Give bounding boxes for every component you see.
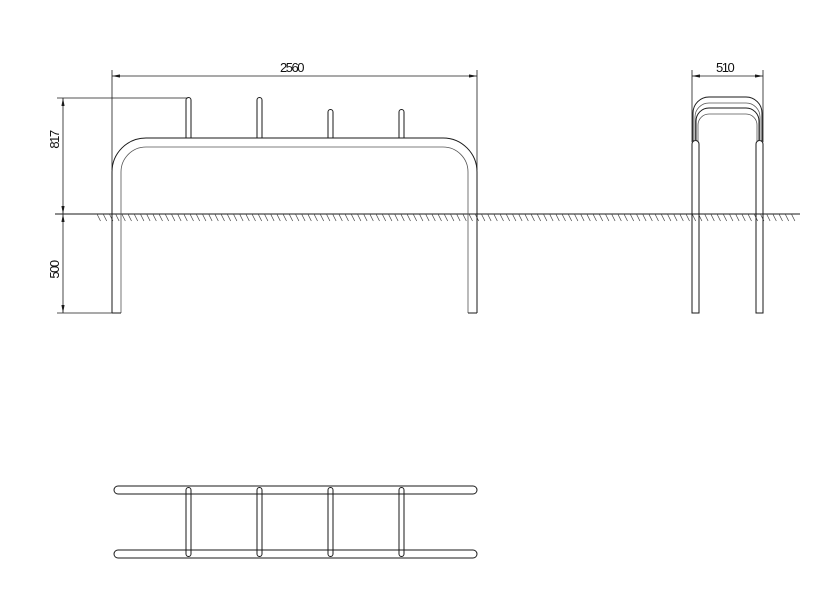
dim-2560-label: 2560 — [280, 60, 304, 75]
dim-500-label: 500 — [47, 260, 62, 278]
dimension-vertical: 817 500 — [47, 97, 188, 314]
dim-510-label: 510 — [716, 60, 734, 75]
ground-line — [55, 213, 800, 222]
post-1 — [185, 97, 192, 138]
plan-view — [113, 485, 478, 559]
dimension-overall-width: 2560 — [111, 60, 478, 170]
post-4 — [398, 109, 405, 138]
front-elevation-view: 2560 817 500 — [47, 60, 478, 314]
dim-817-label: 817 — [47, 130, 62, 148]
dimension-side-width: 510 — [691, 60, 764, 142]
post-2 — [256, 97, 263, 138]
post-3 — [327, 109, 334, 138]
side-elevation-view: 510 — [691, 60, 764, 314]
